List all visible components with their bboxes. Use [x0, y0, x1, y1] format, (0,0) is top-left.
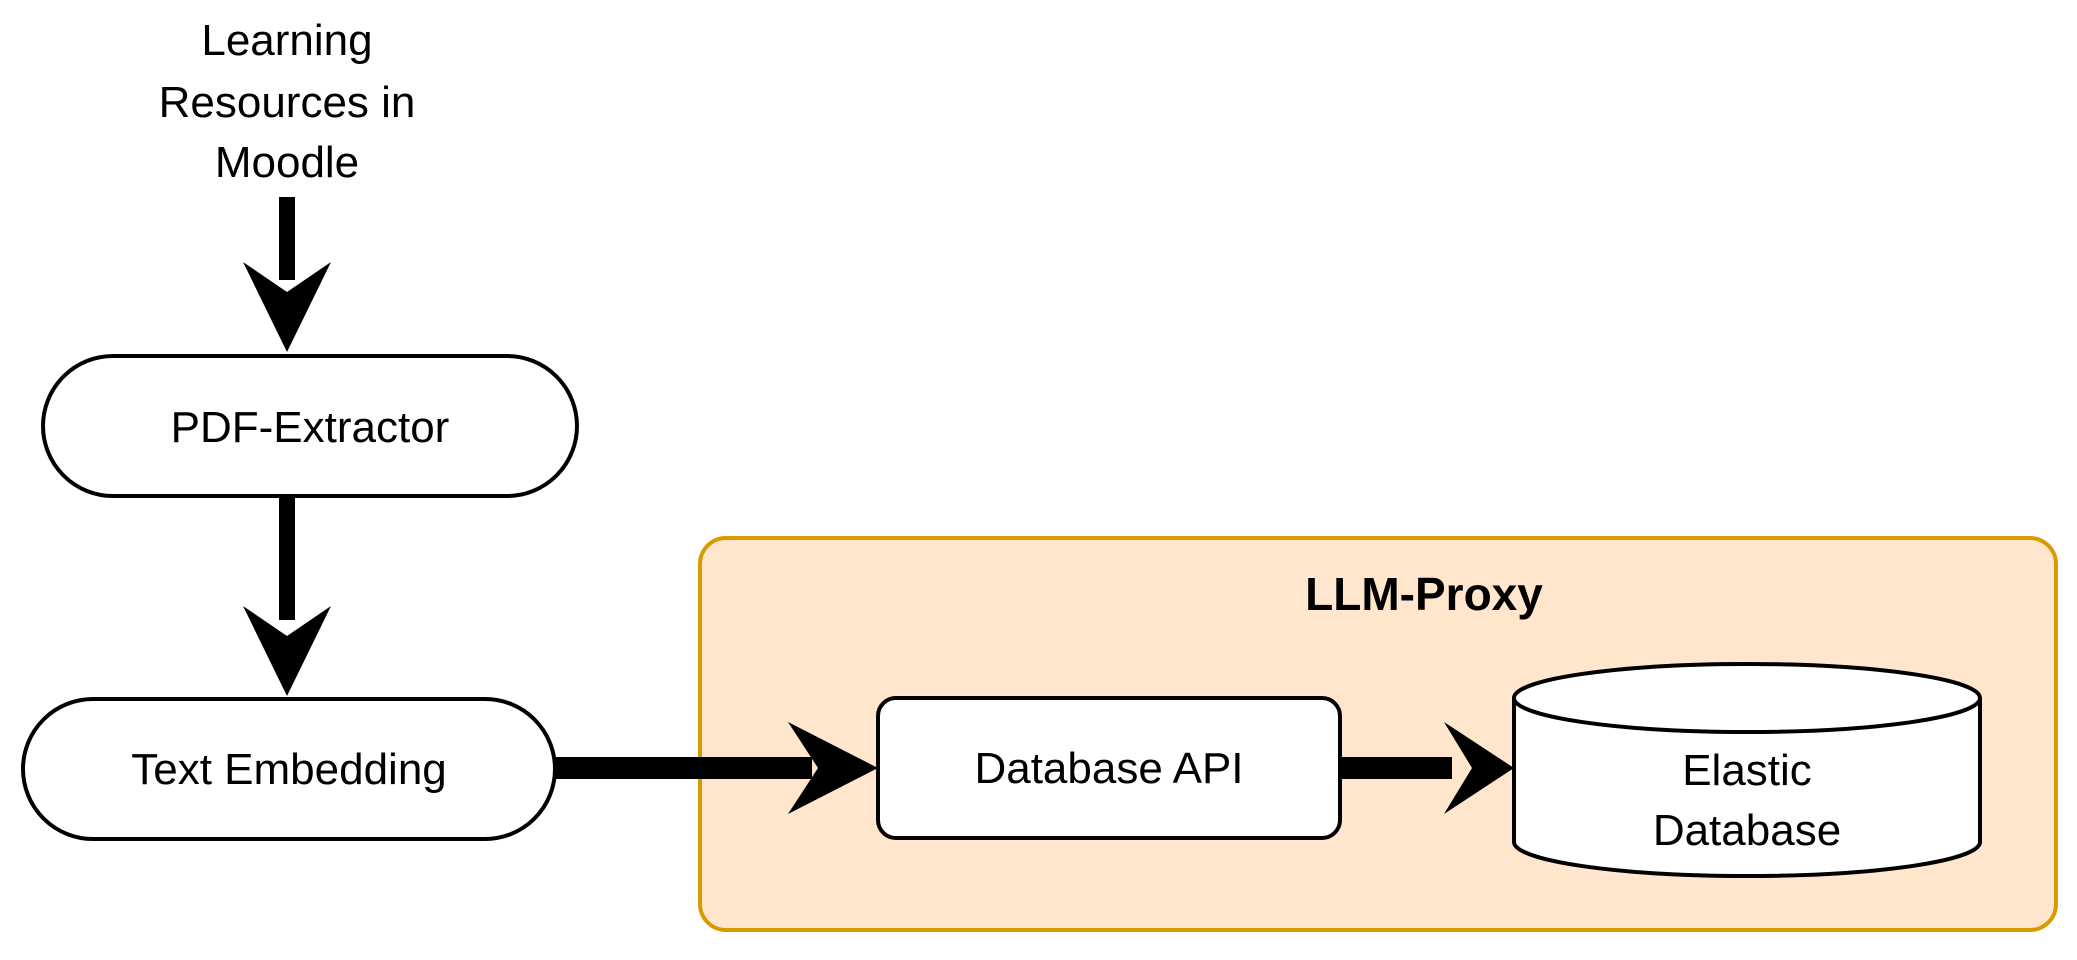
- elastic-database-node: Elastic Database: [1512, 662, 1982, 878]
- pdf-extractor-label: PDF-Extractor: [171, 403, 450, 452]
- source-line-3: Moodle: [215, 138, 359, 187]
- elastic-database-label-line-2: Database: [1653, 806, 1841, 855]
- database-api-label: Database API: [974, 744, 1243, 793]
- database-cylinder-top: [1512, 662, 1982, 734]
- source-line-2: Resources in: [159, 78, 416, 127]
- arrow-text-embedding-to-database-api: [555, 722, 878, 814]
- pdf-extractor-node: PDF-Extractor: [41, 354, 579, 498]
- learning-resources-source: Learning Resources in Moodle: [159, 16, 416, 187]
- arrow-pdf-extractor-to-text-embedding: [243, 494, 331, 696]
- arrow-database-api-to-elastic-database: [1340, 722, 1514, 814]
- arrow-source-to-pdf-extractor: [243, 197, 331, 352]
- database-cylinder-body: [1512, 698, 1982, 878]
- pdf-extractor-shape: [41, 354, 579, 498]
- llm-proxy-title: LLM-Proxy: [1305, 568, 1543, 620]
- database-api-node: Database API: [876, 696, 1342, 840]
- source-line-1: Learning: [201, 16, 372, 65]
- elastic-database-label-line-1: Elastic: [1682, 746, 1812, 795]
- text-embedding-node: Text Embedding: [21, 697, 557, 841]
- text-embedding-label: Text Embedding: [131, 745, 447, 794]
